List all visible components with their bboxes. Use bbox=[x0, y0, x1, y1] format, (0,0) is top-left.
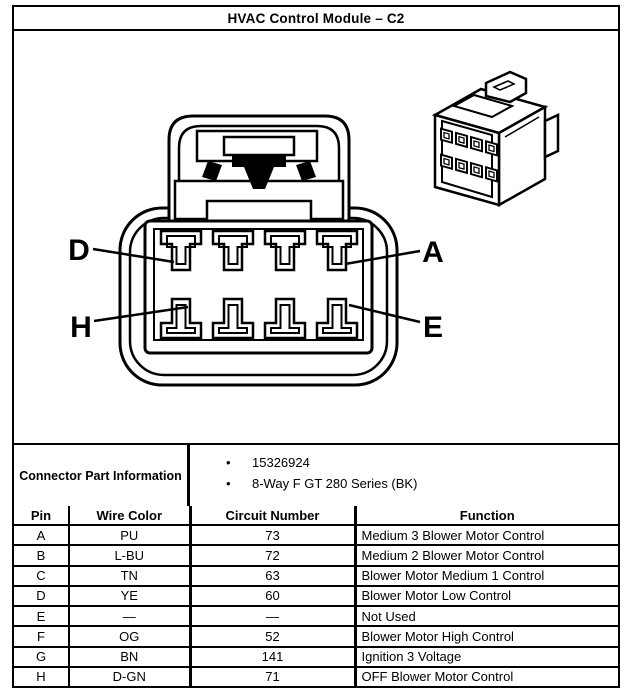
perspective-cavities bbox=[440, 127, 498, 183]
pin-label-d: D bbox=[68, 234, 90, 267]
part-info-item: • 8-Way F GT 280 Series (BK) bbox=[226, 473, 618, 494]
header-function: Function bbox=[353, 506, 618, 525]
wire-color-cell: D-GN bbox=[68, 665, 191, 686]
table-header-row: Pin Wire Color Circuit Number Function bbox=[14, 506, 618, 525]
connector-document: HVAC Control Module – C2 bbox=[12, 5, 620, 688]
latch-mechanism bbox=[173, 129, 345, 221]
function-cell: Blower Motor Low Control bbox=[353, 584, 618, 608]
connector-series: 8-Way F GT 280 Series (BK) bbox=[252, 476, 418, 491]
circuit-number-cell: 63 bbox=[188, 564, 356, 587]
function-cell: OFF Blower Motor Control bbox=[353, 665, 618, 686]
pin-cell: C bbox=[14, 564, 70, 587]
pin-cell: B bbox=[14, 544, 70, 567]
page-title: HVAC Control Module – C2 bbox=[14, 7, 618, 31]
terminal-row-top bbox=[159, 229, 359, 272]
wire-color-cell: — bbox=[68, 604, 191, 628]
part-info-item: • 15326924 bbox=[226, 452, 618, 473]
function-cell: Ignition 3 Voltage bbox=[353, 645, 618, 668]
pin-label-a: A bbox=[422, 236, 444, 269]
pin-label-e: E bbox=[423, 311, 443, 344]
function-cell: Medium 2 Blower Motor Control bbox=[353, 544, 618, 567]
wire-color-cell: BN bbox=[68, 645, 191, 668]
pinout-section: Pin Wire Color Circuit Number Function A… bbox=[14, 506, 618, 686]
pin-cell: D bbox=[14, 584, 70, 608]
circuit-number-cell: — bbox=[188, 604, 356, 628]
wire-color-cell: YE bbox=[68, 584, 191, 608]
pin-cell: F bbox=[14, 625, 70, 648]
terminal-row-bottom bbox=[159, 297, 359, 340]
connector-perspective-view bbox=[431, 70, 560, 208]
bullet-icon: • bbox=[226, 455, 231, 470]
circuit-number-cell: 72 bbox=[188, 544, 356, 567]
connector-part-info-row: Connector Part Information • 15326924 • … bbox=[14, 443, 618, 506]
leader-line-h bbox=[93, 305, 189, 323]
connector-part-info-list: • 15326924 • 8-Way F GT 280 Series (BK) bbox=[190, 445, 618, 506]
connector-front-view: D A H E bbox=[68, 114, 444, 387]
function-cell: Blower Motor Medium 1 Control bbox=[353, 564, 618, 587]
wire-color-cell: L-BU bbox=[68, 544, 191, 567]
header-pin: Pin bbox=[14, 506, 70, 525]
header-circuit-number: Circuit Number bbox=[188, 506, 356, 525]
wire-color-cell: PU bbox=[68, 523, 191, 547]
pin-cell: H bbox=[14, 665, 70, 686]
circuit-number-cell: 141 bbox=[188, 645, 356, 668]
table-row: E——Not Used bbox=[14, 604, 618, 628]
function-cell: Blower Motor High Control bbox=[353, 625, 618, 648]
connector-diagram-area: D A H E bbox=[14, 31, 618, 443]
leader-line-e bbox=[348, 303, 421, 324]
circuit-number-cell: 73 bbox=[188, 523, 356, 547]
function-cell: Not Used bbox=[353, 604, 618, 628]
circuit-number-cell: 71 bbox=[188, 665, 356, 686]
leader-line-a bbox=[344, 249, 421, 266]
wire-color-cell: TN bbox=[68, 564, 191, 587]
header-wire-color: Wire Color bbox=[68, 506, 191, 525]
leader-line-d bbox=[92, 247, 175, 264]
part-number: 15326924 bbox=[252, 455, 310, 470]
pin-cell: E bbox=[14, 604, 70, 628]
pinout-table: Pin Wire Color Circuit Number Function A… bbox=[14, 506, 618, 686]
pin-label-h: H bbox=[70, 311, 92, 344]
function-cell: Medium 3 Blower Motor Control bbox=[353, 523, 618, 547]
circuit-number-cell: 60 bbox=[188, 584, 356, 608]
circuit-number-cell: 52 bbox=[188, 625, 356, 648]
pin-cell: G bbox=[14, 645, 70, 668]
wire-color-cell: OG bbox=[68, 625, 191, 648]
cavity-plate-outer bbox=[143, 219, 374, 355]
bullet-icon: • bbox=[226, 476, 231, 491]
connector-part-info-label: Connector Part Information bbox=[14, 445, 190, 506]
pin-cell: A bbox=[14, 523, 70, 547]
connector-diagram: D A H E bbox=[68, 70, 560, 387]
cavity-plate-inner bbox=[153, 228, 364, 341]
